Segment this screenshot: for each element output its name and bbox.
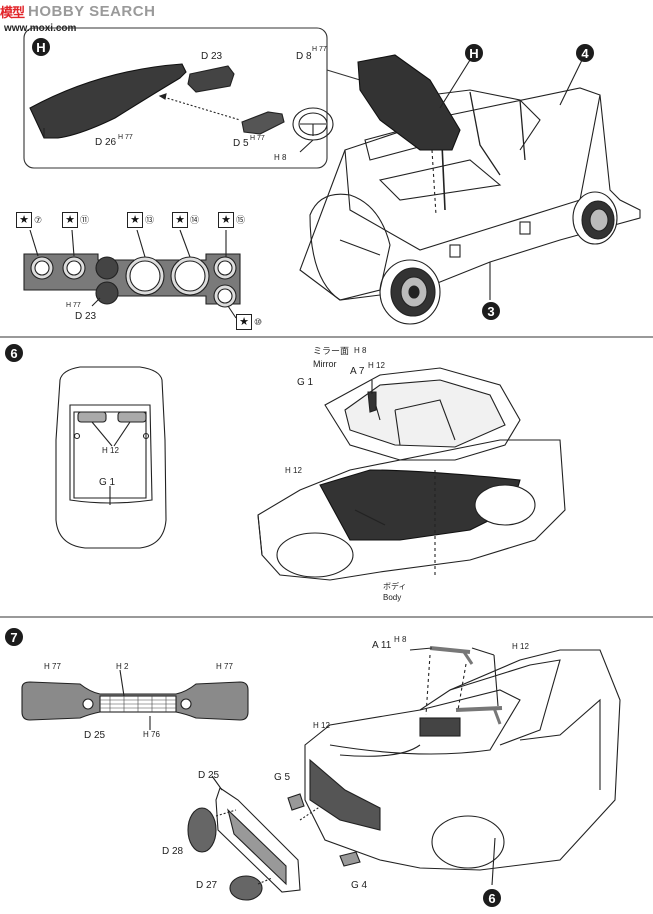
headlight-d28 <box>187 807 217 853</box>
headlight-bracket <box>215 787 301 893</box>
label-d28: D 28 <box>162 846 184 857</box>
step-marker-4: 4 <box>576 44 594 62</box>
label-d8: D 8 <box>296 51 312 62</box>
label-g5: G 5 <box>274 772 291 783</box>
label-body-jp: ボディ <box>383 582 407 591</box>
label-mirror-jp: ミラー面 <box>313 346 350 356</box>
label-a7: A 7 <box>350 366 365 377</box>
star-icon: ★ <box>236 314 252 330</box>
gauge-decal-10: ★ ⑩ <box>236 314 262 330</box>
label-h8: H 8 <box>274 153 287 162</box>
label-d26: D 26 <box>95 137 117 148</box>
label-a11: A 11 <box>372 640 392 651</box>
window-glass-g1 <box>324 367 521 461</box>
gauge-decal-11: ★ ⑪ <box>62 212 89 228</box>
step-marker-3: 3 <box>482 302 500 320</box>
car-top-view <box>55 366 167 549</box>
label-h12-glass: H 12 <box>102 446 119 455</box>
gauge-decal-13: ★ ⑬ <box>127 212 154 228</box>
label-g4: G 4 <box>351 880 368 891</box>
label-h12-front: H 12 <box>313 721 330 730</box>
gauge-decal-7: ★ ⑦ <box>16 212 42 228</box>
label-d25: D 25 <box>198 770 220 781</box>
label-g1-top: G 1 <box>99 477 116 488</box>
step-reference-6: 6 <box>483 889 501 907</box>
label-d5-color: H 77 <box>250 135 265 142</box>
step-marker-h-car: H <box>465 44 483 62</box>
label-a11-color: H 8 <box>394 635 407 644</box>
label-d23-cluster: D 23 <box>75 311 97 322</box>
label-a7-color: H 12 <box>368 361 385 370</box>
chassis-tub <box>299 87 641 301</box>
part-seat <box>357 54 461 151</box>
label-mirror-color: H 8 <box>354 346 367 355</box>
label-h12-body: H 12 <box>285 466 302 475</box>
star-icon: ★ <box>16 212 32 228</box>
label-d26-color: H 77 <box>118 134 133 141</box>
star-icon: ★ <box>127 212 143 228</box>
label-mirror-en: Mirror <box>313 359 337 369</box>
label-body-en: Body <box>383 593 402 602</box>
watermark: 模型 HOBBY SEARCH <box>0 0 155 22</box>
star-icon: ★ <box>62 212 78 228</box>
label-h77-grille-right: H 77 <box>216 662 233 671</box>
headlight-d27 <box>229 875 263 901</box>
gauge-decal-15: ★ ⑮ <box>218 212 245 228</box>
step-number-7: 7 <box>5 628 23 646</box>
watermark-logo: 模型 <box>0 4 25 20</box>
label-h76: H 76 <box>143 730 160 739</box>
label-g1-perspective: G 1 <box>297 377 314 388</box>
watermark-brand: HOBBY SEARCH <box>28 2 156 20</box>
label-d23: D 23 <box>201 51 223 62</box>
label-d8-color: H 77 <box>312 46 327 53</box>
star-icon: ★ <box>218 212 234 228</box>
gauge-decal-14: ★ ⑭ <box>172 212 199 228</box>
step-number-6: 6 <box>5 344 23 362</box>
interior-inset-box <box>23 27 328 169</box>
part-d26-dashboard <box>29 63 187 139</box>
label-d5: D 5 <box>233 138 249 149</box>
label-h77-grille-left: H 77 <box>44 662 61 671</box>
star-icon: ★ <box>172 212 188 228</box>
label-h12-wiper: H 12 <box>512 642 529 651</box>
label-h2: H 2 <box>116 662 129 671</box>
label-h77-cluster: H 77 <box>66 302 81 309</box>
step-marker-h-inset: H <box>32 38 50 56</box>
label-d27: D 27 <box>196 880 218 891</box>
car-front-body <box>304 649 621 871</box>
label-d25-grille: D 25 <box>84 730 106 741</box>
body-shell <box>257 439 566 581</box>
